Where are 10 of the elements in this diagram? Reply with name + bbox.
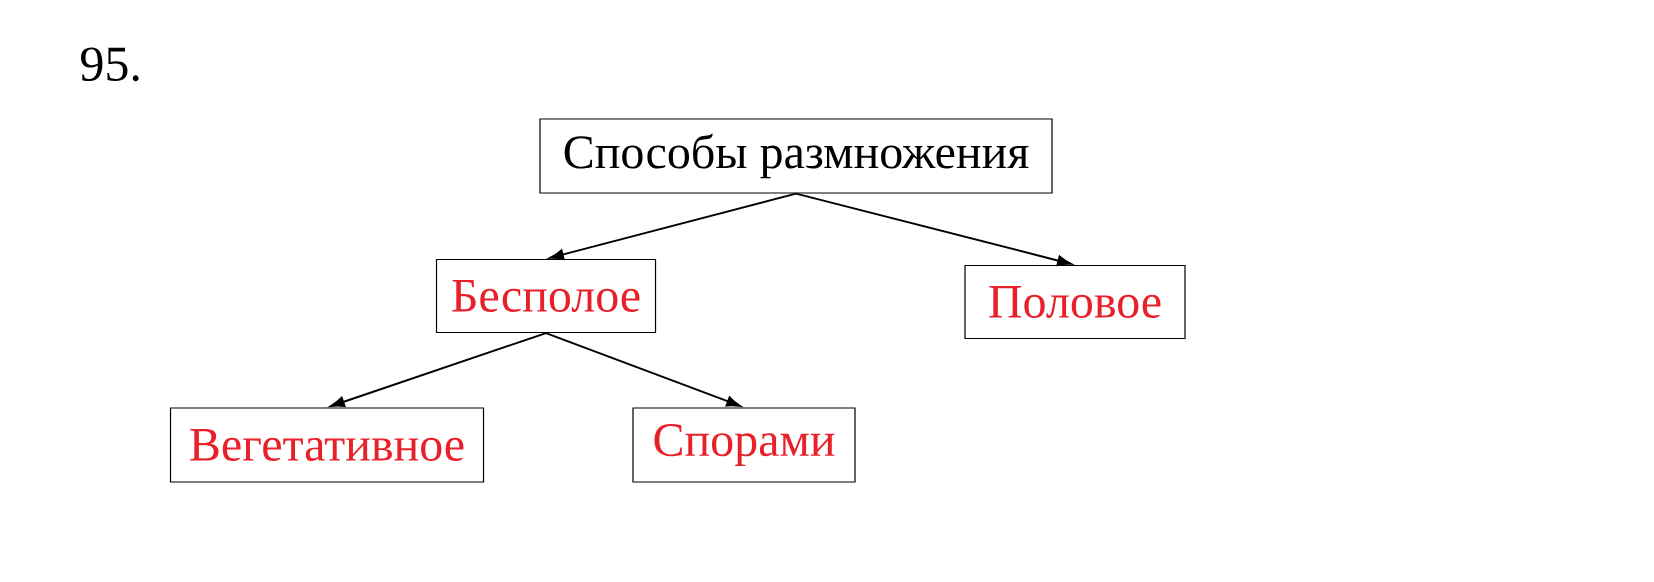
exercise-number: 95.	[81, 47, 139, 82]
arrow	[545, 332, 741, 407]
process-box: Половое	[964, 264, 1186, 340]
process-box: Спорами	[632, 407, 856, 483]
process-box: Способы размножения	[539, 118, 1053, 194]
arrow	[549, 192, 797, 260]
process-box: Бесполое	[435, 258, 657, 334]
arrow	[795, 192, 1072, 266]
arrow	[330, 332, 547, 408]
process-box: Вегетативное	[169, 407, 485, 483]
